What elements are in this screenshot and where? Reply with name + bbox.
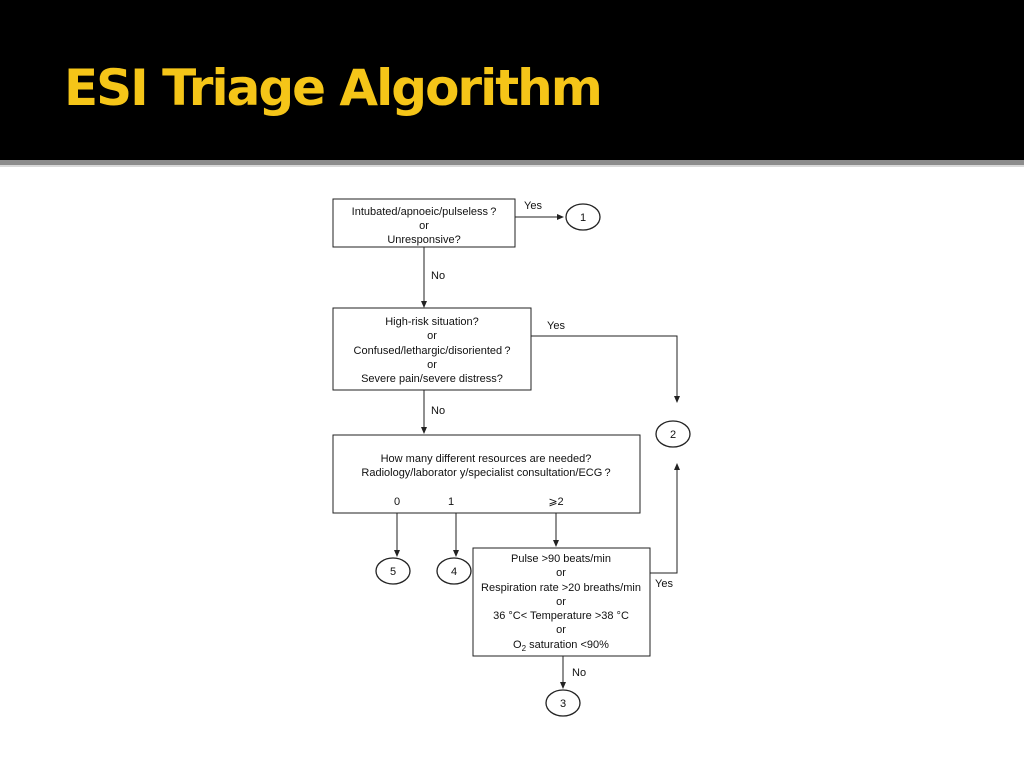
decision-box-high-risk — [332, 307, 532, 391]
box4-line: or — [556, 596, 566, 608]
o2-symbol: O — [513, 639, 522, 651]
box4-line: 36 °C< Temperature >38 °C — [493, 610, 629, 622]
label-no: No — [431, 270, 445, 282]
box2-line: High-risk situation? — [385, 316, 479, 328]
level-node-4 — [436, 557, 472, 585]
divider — [0, 160, 1024, 165]
decision-box-vital-signs — [472, 547, 651, 657]
level-label-3: 3 — [560, 698, 566, 710]
resource-option-0: 0 — [394, 496, 400, 508]
box1-line: Unresponsive? — [387, 234, 460, 246]
box1-line: or — [419, 220, 429, 232]
box3-line: How many different resources are needed? — [381, 453, 592, 465]
o2-saturation-line: O2 saturation <90% — [513, 639, 609, 653]
level-label-4: 4 — [451, 566, 457, 578]
arrow-yes-vitals-to-level2 — [650, 463, 680, 574]
level-node-1 — [565, 203, 601, 231]
box4-line: or — [556, 624, 566, 636]
level-label-2: 2 — [670, 429, 676, 441]
decision-box-resources — [332, 434, 641, 514]
box4-line: Pulse >90 beats/min — [511, 553, 611, 565]
box4-line: Respiration rate >20 breaths/min — [481, 582, 641, 594]
resource-option-2-plus: ⩾2 — [548, 496, 563, 508]
label-yes: Yes — [524, 200, 542, 212]
level-label-1: 1 — [580, 212, 586, 224]
decision-box-immediate — [332, 198, 516, 248]
label-yes: Yes — [547, 320, 565, 332]
level-node-3 — [545, 689, 581, 717]
divider-highlight — [0, 165, 1024, 167]
label-no: No — [431, 405, 445, 417]
box2-line: Severe pain/severe distress? — [361, 373, 503, 385]
title-bar: ESI Triage Algorithm — [0, 0, 1024, 160]
box3-line: Radiology/laborator y/specialist consult… — [361, 467, 610, 479]
level-node-2 — [655, 420, 691, 448]
box2-line: or — [427, 359, 437, 371]
resource-option-1: 1 — [448, 496, 454, 508]
label-no: No — [572, 667, 586, 679]
o2-subscript: 2 — [522, 644, 527, 653]
level-node-5 — [375, 557, 411, 585]
o2-text: saturation <90% — [526, 639, 609, 651]
slide-title: ESI Triage Algorithm — [64, 59, 603, 117]
box2-line: or — [427, 330, 437, 342]
label-yes: Yes — [655, 578, 673, 590]
box1-line: Intubated/apnoeic/pulseless ? — [352, 206, 497, 218]
box4-line: or — [556, 567, 566, 579]
arrow-yes-to-level2 — [531, 335, 680, 403]
level-label-5: 5 — [390, 566, 396, 578]
box2-line: Confused/lethargic/disoriented ? — [354, 345, 511, 357]
